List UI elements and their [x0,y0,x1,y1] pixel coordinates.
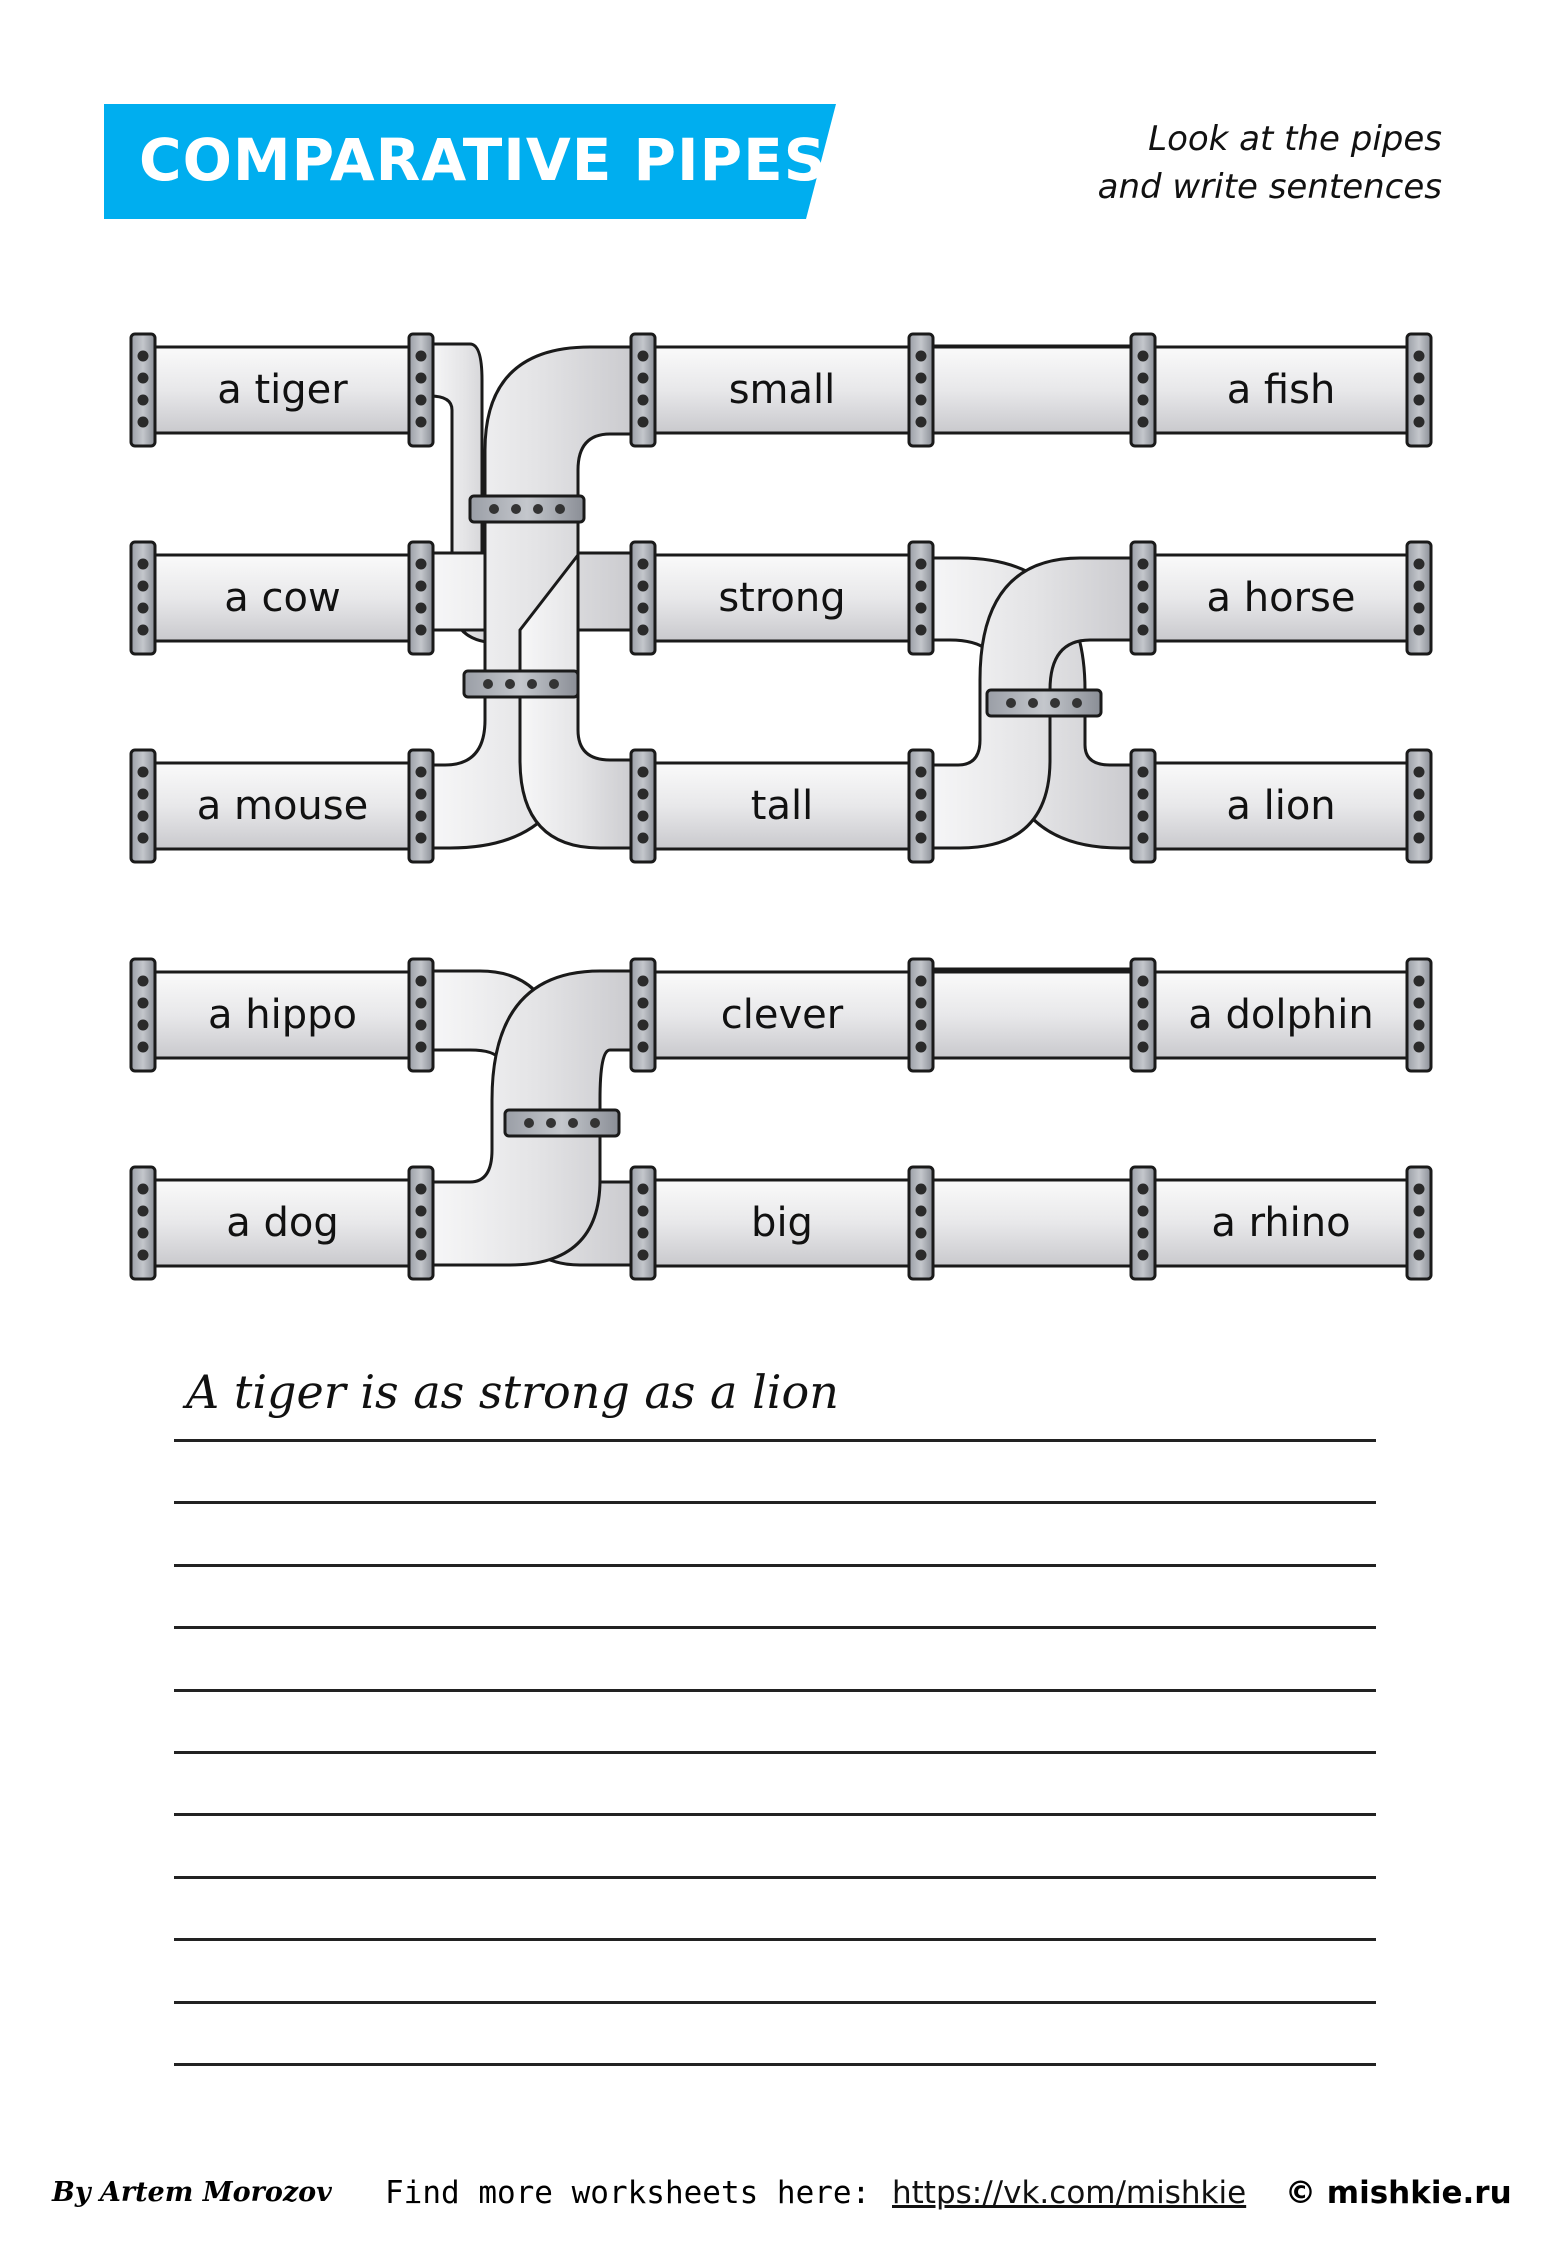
pipe-flange [407,957,435,1073]
example-sentence: A tiger is as strong as a lion [186,1365,839,1419]
pipe-joint [918,1178,1147,1268]
pipe-flange [129,1165,157,1281]
pipe-label-left: a hippo [208,992,357,1038]
pipe-flange [907,748,935,864]
pipe-flange [1405,332,1433,448]
pipe-segment-middle [642,1178,922,1268]
clamp-3 [985,688,1103,718]
clamp-2 [462,669,580,699]
footer-author: By Artem Morozov [52,2177,332,2208]
writing-line[interactable] [174,1813,1376,1817]
pipe-segment-left [143,553,422,643]
pipe-label-middle: clever [720,992,844,1038]
pipe-flange [907,957,935,1073]
pipe-segments [129,332,1433,1281]
instruction-line-2: and write sentences [1097,167,1442,207]
writing-line[interactable] [174,2063,1376,2066]
pipe-flange [907,1165,935,1281]
writing-line[interactable] [174,2000,1376,2004]
pipe-segment-left [143,1178,422,1268]
pipe-flange [1129,540,1157,656]
title-banner [104,104,836,219]
pipe-flange [1129,748,1157,864]
pipe-flange [1405,957,1433,1073]
pipe-label-middle: tall [750,783,814,829]
pipe-label-middle: small [728,367,836,413]
pipe-segment-left [143,345,422,435]
clamp-1 [468,494,586,524]
pipe-flange [1405,540,1433,656]
pipe-diagram [129,332,1433,1281]
pipe-flange [407,748,435,864]
writing-line[interactable] [174,1688,1376,1692]
page-title: COMPARATIVE PIPES [139,126,827,194]
pipe-label-right: a horse [1206,575,1356,621]
pipe-flange [629,1165,657,1281]
pipe-label-middle: big [751,1200,813,1246]
pipe-flange [629,748,657,864]
pipe-flange [129,332,157,448]
writing-line[interactable] [174,1626,1376,1630]
footer-find-more: Find more worksheets here: [385,2175,871,2211]
writing-line[interactable] [174,1501,1376,1505]
connector-cow-tall [518,550,642,850]
pipe-label-left: a cow [224,575,341,621]
pipe-flange [629,540,657,656]
pipe-flange [907,332,935,448]
pipe-flange [129,748,157,864]
pipe-segment-middle [642,553,922,643]
instruction-line-1: Look at the pipes [1148,119,1442,159]
writing-line[interactable] [174,1875,1376,1879]
writing-line[interactable] [174,1563,1376,1567]
pipe-flange [1405,1165,1433,1281]
pipe-joint [918,970,1147,1060]
clamp-4 [503,1108,621,1138]
footer-link[interactable]: https://vk.com/mishkie [892,2175,1247,2211]
clamps [462,494,1103,1138]
instructions: Look at the pipes and write sentences [1098,115,1442,211]
pipe-flange [629,332,657,448]
footer-copyright: © mishkie.ru [1285,2175,1512,2211]
pipe-segment-right [1142,970,1420,1060]
pipe-segment-right [1142,1178,1420,1268]
pipe-label-middle: strong [718,575,846,621]
pipe-flange [629,957,657,1073]
pipe-label-left: a mouse [196,783,369,829]
pipe-flange [907,540,935,656]
pipe-joint [918,345,1147,435]
writing-line[interactable] [174,1751,1376,1754]
pipe-flange [129,957,157,1073]
pipe-label-right: a rhino [1211,1200,1351,1246]
pipe-flange [407,332,435,448]
pipe-flange [1129,332,1157,448]
pipe-flange [129,540,157,656]
pipe-segment-left [143,761,422,851]
pipe-label-right: a lion [1226,783,1336,829]
pipe-flange [1405,748,1433,864]
pipe-flange [407,540,435,656]
writing-line[interactable] [174,1938,1376,1942]
pipe-label-left: a tiger [217,367,348,413]
pipe-flange [1129,1165,1157,1281]
pipe-flange [1129,957,1157,1073]
pipe-label-left: a dog [226,1200,339,1246]
pipe-flange [407,1165,435,1281]
writing-line[interactable] [174,1439,1376,1442]
pipe-label-right: a fish [1226,367,1336,413]
pipe-label-right: a dolphin [1188,992,1374,1038]
